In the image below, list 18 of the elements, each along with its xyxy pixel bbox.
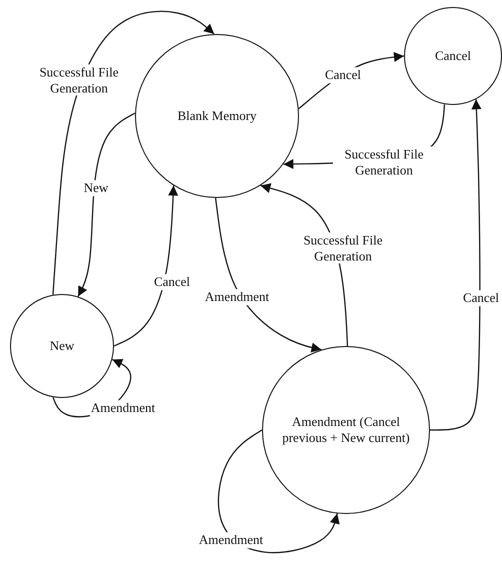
arrow (114, 186, 178, 347)
state-label: Amendment (Cancel previous + New current) (281, 414, 411, 446)
edge-label: Amendment (204, 289, 270, 305)
edge-label: Successful File Generation (333, 146, 435, 178)
state-label: Cancel (434, 48, 472, 64)
arrow (78, 112, 136, 297)
arrow (214, 198, 322, 352)
state-label: Blank Memory (177, 108, 257, 124)
arrow (430, 99, 482, 431)
edge-label: New (82, 180, 110, 196)
edge-label: Cancel (324, 67, 362, 83)
edge-label: Amendment (198, 532, 264, 548)
edge-label: Cancel (462, 290, 500, 306)
arrow (218, 430, 340, 554)
edge-label: Amendment (90, 400, 156, 416)
state-label: New (50, 338, 74, 354)
arrow (52, 10, 215, 295)
edge-label: Cancel (152, 274, 192, 290)
